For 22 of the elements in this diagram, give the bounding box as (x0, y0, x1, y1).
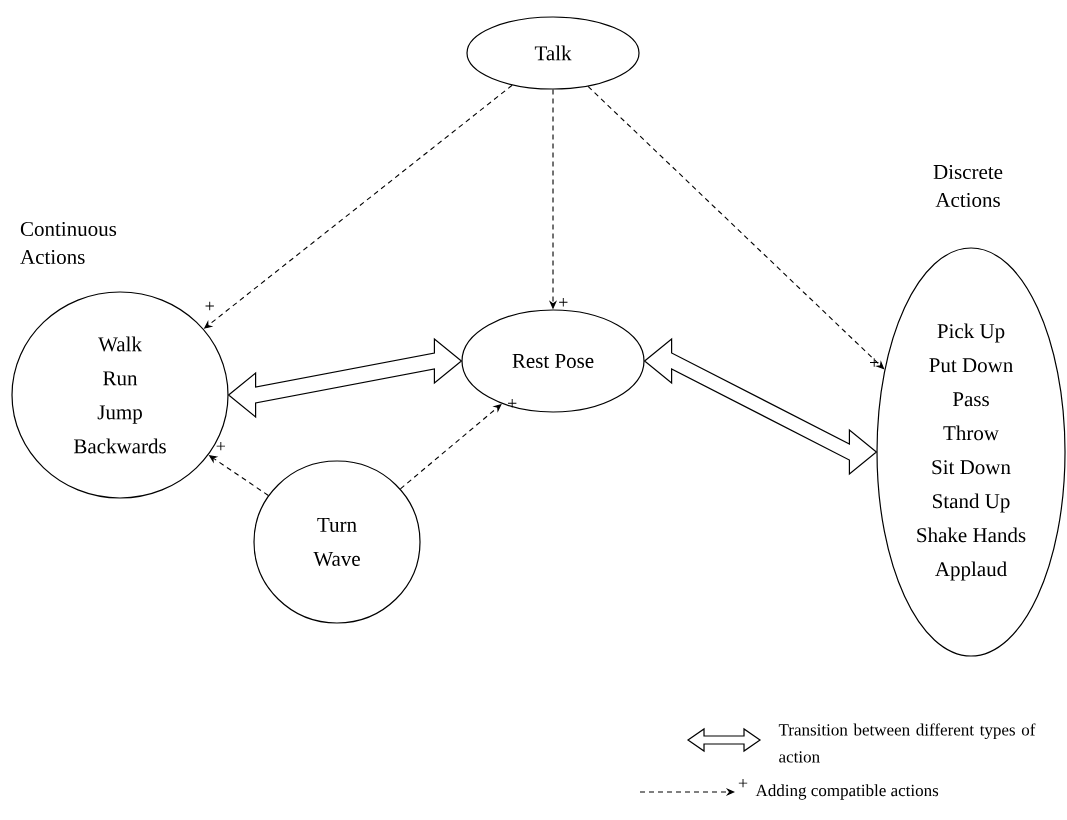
node-heading: Continuous Actions (20, 221, 117, 265)
legend-text: Adding compatible actions (755, 784, 939, 800)
node-label: Applaud (935, 561, 1007, 581)
node-label: Throw (943, 425, 999, 441)
plus-sign: + (216, 441, 225, 451)
node-heading: Discrete Actions (933, 164, 1003, 208)
node-label: Backwards (73, 438, 166, 454)
node-label: Pick Up (937, 323, 1005, 343)
node-label: Run (103, 371, 138, 386)
plus-sign: + (508, 399, 517, 408)
node-label: Put Down (929, 358, 1013, 373)
node-label: Pass (952, 392, 989, 407)
node-label: Walk (98, 336, 142, 352)
plus-sign: + (870, 358, 879, 367)
node-label: Shake Hands (917, 527, 1026, 543)
node-label: Jump (97, 405, 142, 424)
legend-text: Transition between different types of action (778, 723, 1036, 763)
plus-sign: + (205, 301, 214, 311)
plus-sign: + (738, 778, 748, 788)
node-label: Stand Up (933, 493, 1010, 513)
node-label: Sit Down (932, 460, 1011, 475)
plus-sign: + (559, 298, 568, 307)
